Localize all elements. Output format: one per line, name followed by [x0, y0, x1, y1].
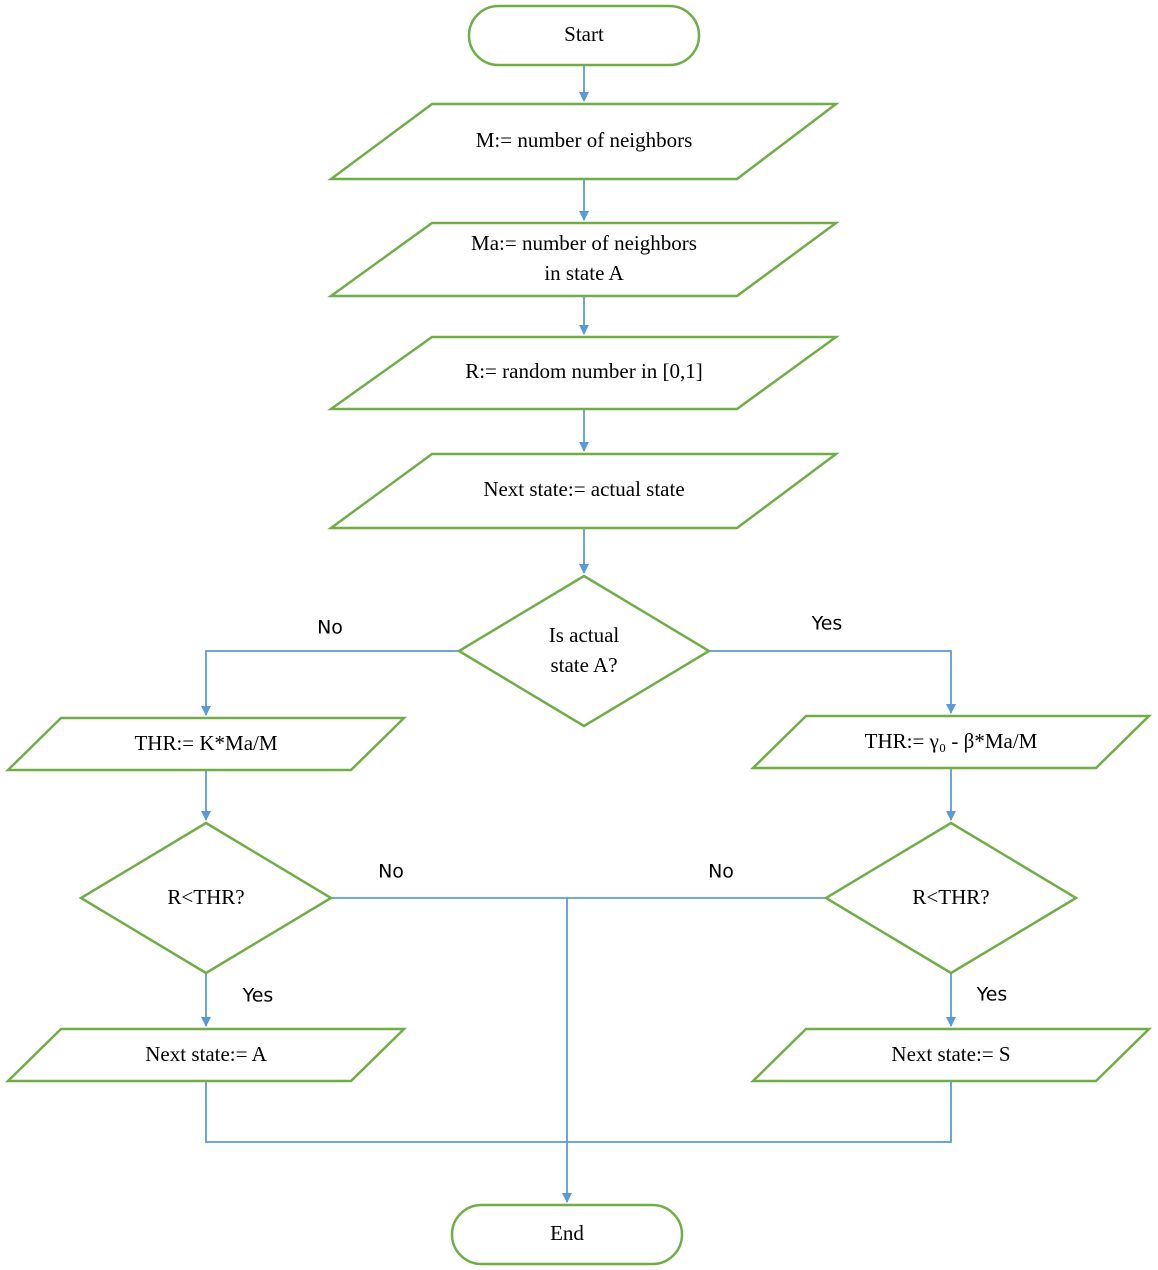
edge-decision-yes-branch — [709, 650, 956, 714]
decision-main-node: Is actual state A? — [456, 574, 712, 728]
edge-label-main-yes: Yes — [811, 613, 843, 635]
start-node: Start — [467, 4, 701, 67]
start-label: Start — [564, 22, 604, 46]
decision-left-label: R<THR? — [167, 885, 244, 909]
edge-label-left-no: No — [378, 861, 404, 883]
end-label: End — [550, 1221, 584, 1245]
start-terminator — [467, 4, 701, 67]
step-ma-node: Ma:= number of neighbors in state A — [327, 221, 840, 298]
step-ma-parallelogram — [327, 221, 840, 298]
thr-left-label: THR:= K*Ma/M — [134, 731, 277, 755]
edge-result-left-merge — [205, 1081, 567, 1143]
end-terminator — [450, 1203, 684, 1266]
thr-left-parallelogram — [4, 716, 408, 772]
thr-right-node: THR:= γ₀ - β*Ma/M — [749, 714, 1153, 770]
step-next-label: Next state:= actual state — [483, 477, 684, 501]
edge-decision-no-branch — [201, 650, 459, 716]
edge-label-left-yes: Yes — [242, 985, 274, 1007]
result-left-node: Next state:= A — [4, 1027, 408, 1083]
thr-right-label: THR:= γ₀ - β*Ma/M — [865, 729, 1038, 753]
decision-right-node: R<THR? — [823, 821, 1079, 975]
edge-label-right-no: No — [708, 861, 734, 883]
decision-main-diamond — [456, 574, 712, 728]
step-r-node: R:= random number in [0,1] — [327, 335, 840, 411]
step-next-parallelogram — [327, 452, 840, 530]
decision-main-label-line1: Is actual — [549, 623, 620, 647]
result-right-node: Next state:= S — [749, 1027, 1153, 1083]
step-m-parallelogram — [327, 102, 840, 181]
step-ma-label-line1: Ma:= number of neighbors — [471, 231, 697, 255]
thr-right-parallelogram — [749, 714, 1153, 770]
result-left-parallelogram — [4, 1027, 408, 1083]
decision-left-diamond — [78, 821, 334, 975]
result-right-parallelogram — [749, 1027, 1153, 1083]
step-m-node: M:= number of neighbors — [327, 102, 840, 181]
result-left-label: Next state:= A — [145, 1042, 267, 1066]
edge-result-right-merge — [567, 1081, 952, 1143]
decision-main-label-line2: state A? — [550, 653, 617, 677]
connectors — [201, 65, 956, 1203]
edge-label-main-no: No — [317, 617, 343, 639]
decision-right-diamond — [823, 821, 1079, 975]
step-m-label: M:= number of neighbors — [476, 128, 693, 152]
step-ma-label-line2: in state A — [544, 261, 624, 285]
edge-labels: No Yes No No Yes Yes — [242, 613, 1008, 1007]
thr-left-node: THR:= K*Ma/M — [4, 716, 408, 772]
result-right-label: Next state:= S — [891, 1042, 1010, 1066]
step-r-label: R:= random number in [0,1] — [465, 359, 703, 383]
edge-label-right-yes: Yes — [976, 984, 1008, 1006]
step-next-node: Next state:= actual state — [327, 452, 840, 530]
step-r-parallelogram — [327, 335, 840, 411]
end-node: End — [450, 1203, 684, 1266]
decision-left-node: R<THR? — [78, 821, 334, 975]
decision-right-label: R<THR? — [912, 885, 989, 909]
